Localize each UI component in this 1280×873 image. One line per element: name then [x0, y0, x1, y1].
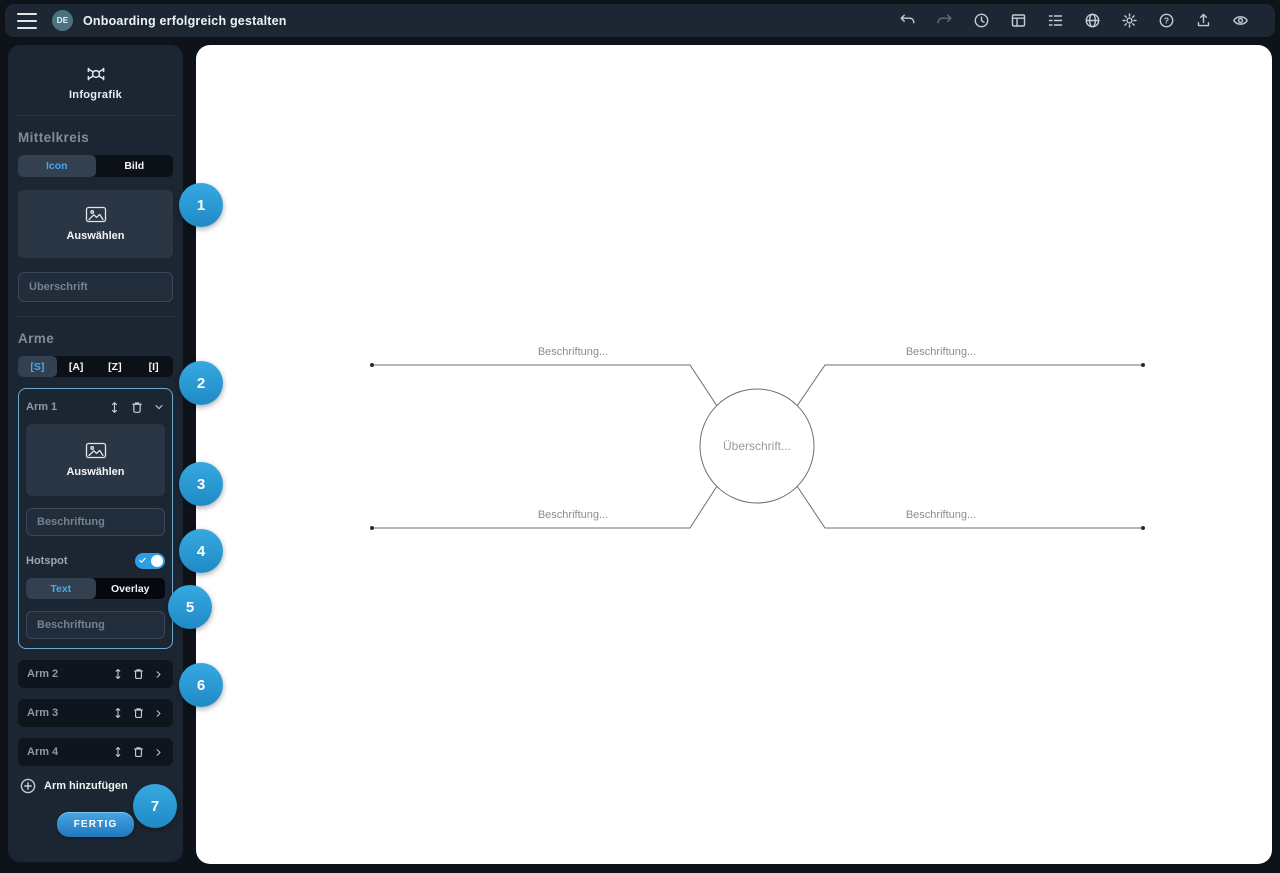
delete-icon[interactable] — [130, 400, 144, 415]
onboarding-step-3[interactable]: 3 — [179, 462, 223, 506]
arm-3-row[interactable]: Arm 3 — [18, 699, 173, 727]
delete-icon[interactable] — [132, 745, 145, 759]
reorder-icon[interactable] — [108, 400, 121, 415]
doc-language-badge: DE — [52, 10, 73, 31]
arm-title: Arm 1 — [26, 401, 58, 413]
settings-gear-icon[interactable] — [1121, 12, 1138, 29]
mittelkreis-heading: Mittelkreis — [18, 130, 90, 145]
done-button[interactable]: FERTIG — [56, 812, 135, 837]
menu-icon[interactable] — [17, 12, 37, 29]
image-icon — [85, 442, 106, 459]
arm-1-label-input[interactable] — [26, 508, 165, 536]
topbar: DE Onboarding erfolgreich gestalten — [5, 4, 1275, 37]
arm-row-icons — [112, 745, 164, 759]
shape-tab-a[interactable]: [A] — [68, 360, 84, 373]
tab-text[interactable]: Text — [26, 578, 96, 599]
sidebar: Infografik Mittelkreis Icon Bild Auswähl… — [8, 45, 183, 862]
spider-diagram — [370, 363, 1145, 530]
reorder-icon[interactable] — [112, 745, 124, 759]
tab-icon[interactable]: Icon — [18, 155, 96, 177]
mittelkreis-mode-tabs: Icon Bild — [18, 155, 173, 177]
arm-title: Arm 4 — [27, 746, 59, 758]
hotspot-row: Hotspot — [26, 553, 165, 569]
hotspot-mode-tabs: Text Overlay — [26, 578, 165, 599]
chevron-down-icon[interactable] — [153, 401, 165, 413]
divider — [16, 115, 175, 116]
delete-icon[interactable] — [132, 706, 145, 720]
arm-title: Arm 3 — [27, 707, 59, 719]
arm-label-bottom-right[interactable]: Beschriftung... — [905, 509, 977, 521]
redo-icon[interactable] — [936, 12, 953, 29]
history-icon[interactable] — [973, 12, 990, 29]
arm-label-bottom-left[interactable]: Beschriftung... — [537, 509, 609, 521]
arm-label-top-right[interactable]: Beschriftung... — [905, 346, 977, 358]
preview-eye-icon[interactable] — [1232, 12, 1249, 29]
onboarding-step-2[interactable]: 2 — [179, 361, 223, 405]
editor-canvas[interactable]: Beschriftung... Beschriftung... Beschrif… — [196, 45, 1272, 864]
check-icon — [139, 557, 146, 563]
tab-bild[interactable]: Bild — [124, 160, 145, 172]
layout-icon[interactable] — [1010, 12, 1027, 29]
arme-heading: Arme — [18, 331, 55, 346]
tab-overlay[interactable]: Overlay — [110, 582, 150, 595]
onboarding-step-7[interactable]: 7 — [133, 784, 177, 828]
arm-1-select-image-button[interactable]: Auswählen — [26, 424, 165, 496]
undo-icon[interactable] — [899, 12, 916, 29]
arm-label-top-left[interactable]: Beschriftung... — [537, 346, 609, 358]
onboarding-step-4[interactable]: 4 — [179, 529, 223, 573]
shape-tab-s[interactable]: [S] — [18, 356, 57, 377]
arm-1-panel: Arm 1 Auswählen — [18, 388, 173, 649]
chevron-right-icon[interactable] — [153, 747, 164, 758]
chevron-right-icon[interactable] — [153, 708, 164, 719]
chevron-right-icon[interactable] — [153, 669, 164, 680]
tool-label: Infografik — [68, 89, 123, 101]
image-icon — [85, 206, 106, 223]
arm-1-header: Arm 1 — [26, 397, 165, 417]
plus-circle-icon — [20, 778, 36, 794]
shape-tab-z[interactable]: [Z] — [108, 360, 122, 373]
mittelkreis-title-input[interactable] — [18, 272, 173, 302]
arm-4-row[interactable]: Arm 4 — [18, 738, 173, 766]
add-arm-label: Arm hinzufügen — [44, 780, 128, 792]
reorder-icon[interactable] — [112, 706, 124, 720]
onboarding-step-1[interactable]: 1 — [179, 183, 223, 227]
topbar-actions: ? — [899, 12, 1263, 29]
arm-title: Arm 2 — [27, 668, 59, 680]
onboarding-step-5[interactable]: 5 — [168, 585, 212, 629]
hotspot-toggle[interactable] — [135, 553, 165, 569]
arm-header-icons — [108, 400, 165, 415]
arm-2-row[interactable]: Arm 2 — [18, 660, 173, 688]
arm-row-icons — [112, 667, 164, 681]
reorder-icon[interactable] — [112, 667, 124, 681]
upload-icon[interactable] — [1195, 12, 1212, 29]
infographic-icon — [87, 67, 104, 81]
globe-icon[interactable] — [1084, 12, 1101, 29]
arm-1-hotspot-input[interactable] — [26, 611, 165, 639]
arm-row-icons — [112, 706, 164, 720]
doc-title: Onboarding erfolgreich gestalten — [83, 13, 287, 28]
select-button-label: Auswählen — [66, 230, 125, 242]
tool-header: Infografik — [18, 65, 173, 101]
add-arm-button[interactable]: Arm hinzufügen — [18, 778, 173, 794]
mittelkreis-select-image-button[interactable]: Auswählen — [18, 190, 173, 258]
hotspot-label: Hotspot — [26, 555, 68, 567]
list-icon[interactable] — [1047, 12, 1064, 29]
delete-icon[interactable] — [132, 667, 145, 681]
help-icon[interactable]: ? — [1158, 12, 1175, 29]
svg-text:?: ? — [1164, 15, 1169, 25]
center-circle-label[interactable]: Überschrift... — [722, 439, 792, 453]
onboarding-step-6[interactable]: 6 — [179, 663, 223, 707]
shape-tab-i[interactable]: [I] — [148, 360, 159, 373]
divider — [16, 316, 175, 317]
select-button-label: Auswählen — [66, 466, 125, 478]
arm-shape-tabs: [S] [A] [Z] [I] — [18, 356, 173, 377]
